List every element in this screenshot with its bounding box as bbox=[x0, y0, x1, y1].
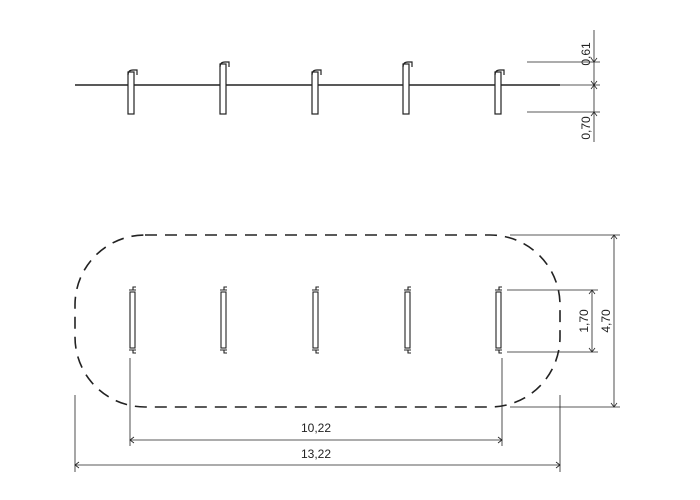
safety-zone-width-label: 4,70 bbox=[599, 309, 613, 333]
plan-post bbox=[495, 286, 502, 354]
dim-arrow bbox=[590, 57, 598, 63]
dim-arrow bbox=[129, 436, 135, 444]
elevation-post bbox=[219, 61, 230, 115]
plan-post bbox=[312, 286, 319, 354]
dim-arrow bbox=[590, 80, 598, 86]
dim-arrow bbox=[588, 289, 596, 295]
dim-arrow bbox=[588, 347, 596, 353]
post-length-label: 1,70 bbox=[577, 309, 591, 333]
elevation-post bbox=[402, 61, 413, 115]
post-spacing-total-label: 10,22 bbox=[301, 421, 331, 435]
height-above-ground-label: 0,61 bbox=[579, 42, 593, 66]
dim-arrow bbox=[590, 111, 598, 117]
safety-zone-length-label: 13,22 bbox=[301, 447, 331, 461]
dim-arrow bbox=[497, 436, 503, 444]
dim-arrow bbox=[74, 461, 80, 469]
dim-arrow bbox=[610, 234, 618, 240]
elevation-view bbox=[75, 30, 600, 142]
elevation-post bbox=[311, 69, 322, 115]
safety-zone-outline bbox=[74, 234, 561, 408]
plan-post bbox=[129, 286, 136, 354]
depth-below-ground-label: 0,70 bbox=[579, 116, 593, 140]
elevation-post bbox=[494, 69, 505, 115]
dim-arrow bbox=[555, 461, 561, 469]
elevation-post bbox=[127, 69, 138, 115]
plan-post bbox=[404, 286, 411, 354]
dim-arrow bbox=[610, 402, 618, 408]
plan-post bbox=[220, 286, 227, 354]
plan-view bbox=[74, 234, 620, 472]
